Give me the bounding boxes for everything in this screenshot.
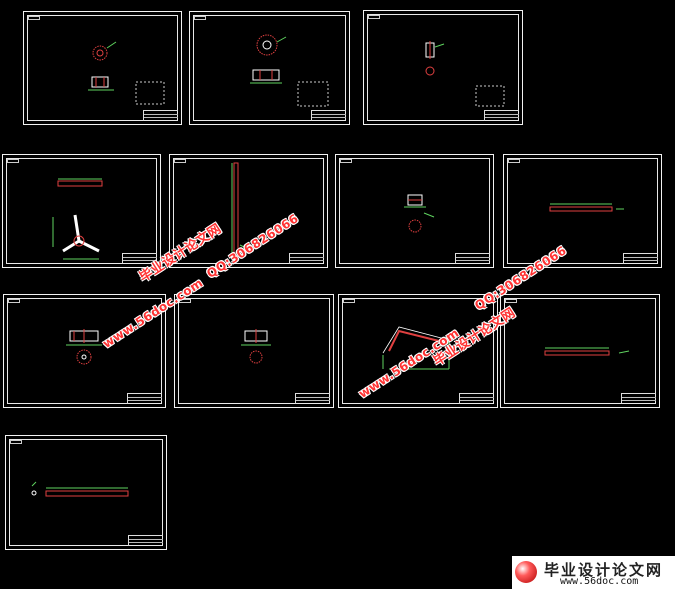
gear-drawing <box>88 41 165 105</box>
logo-brand: 毕业设计论文网 <box>544 561 664 579</box>
bent-frame-drawing <box>382 326 450 370</box>
sprocket-drawing <box>241 329 271 364</box>
sheet-frame <box>342 298 494 404</box>
title-block <box>295 393 330 404</box>
bar-drawing <box>544 347 630 356</box>
sheet-frame <box>27 15 178 121</box>
drawing-sheet-5[interactable] <box>169 154 328 268</box>
sheet-tag <box>8 299 20 303</box>
sheet-tag <box>343 299 355 303</box>
title-block <box>311 110 346 121</box>
bar-drawing <box>549 203 624 212</box>
sheet-frame <box>367 14 519 121</box>
sheet-tag <box>7 159 19 163</box>
drawing-sheet-6[interactable] <box>335 154 494 268</box>
gear-drawing <box>250 34 329 107</box>
sheet-tag <box>505 299 517 303</box>
drawing-sheet-4[interactable] <box>2 154 161 268</box>
drawing-sheet-9[interactable] <box>174 294 334 408</box>
title-block <box>289 253 324 264</box>
title-block <box>128 535 163 546</box>
sheet-tag <box>368 15 380 19</box>
drawing-sheet-8[interactable] <box>3 294 166 408</box>
drawing-sheet-7[interactable] <box>503 154 662 268</box>
title-block <box>623 253 658 264</box>
title-block <box>143 110 178 121</box>
sheet-frame <box>504 298 656 404</box>
sheet-tag <box>10 440 22 444</box>
logo-site: www.56doc.com <box>560 576 639 587</box>
sheet-frame <box>6 158 157 264</box>
title-block <box>621 393 656 404</box>
title-block <box>484 110 519 121</box>
sheet-tag <box>194 16 206 20</box>
sheet-frame <box>507 158 658 264</box>
sheet-frame <box>9 439 163 546</box>
title-block <box>455 253 490 264</box>
shaft-drawing <box>425 41 505 107</box>
sheet-tag <box>28 16 40 20</box>
drawing-sheet-1[interactable] <box>23 11 182 125</box>
sheet-tag <box>340 159 352 163</box>
long-bar-drawing <box>31 481 129 497</box>
tripod-drawing <box>52 178 103 260</box>
drawing-sheet-12[interactable] <box>5 435 167 550</box>
rod-drawing <box>231 162 253 254</box>
sheet-frame <box>339 158 490 264</box>
title-block <box>459 393 494 404</box>
drawing-sheet-3[interactable] <box>363 10 523 125</box>
site-logo[interactable]: 毕业设计论文网 www.56doc.com <box>512 556 675 589</box>
sheet-frame <box>7 298 162 404</box>
sheet-frame <box>193 15 346 121</box>
drawing-sheet-10[interactable] <box>338 294 498 408</box>
drawing-sheet-2[interactable] <box>189 11 350 125</box>
sheet-frame <box>178 298 330 404</box>
sheet-tag <box>508 159 520 163</box>
sprocket-drawing <box>404 194 435 233</box>
sheet-frame <box>173 158 324 264</box>
sheet-tag <box>179 299 191 303</box>
drawing-sheet-11[interactable] <box>500 294 660 408</box>
title-block <box>127 393 162 404</box>
sprocket-drawing <box>66 329 102 365</box>
logo-globe-icon <box>515 561 537 583</box>
title-block <box>122 253 157 264</box>
sheet-tag <box>174 159 186 163</box>
